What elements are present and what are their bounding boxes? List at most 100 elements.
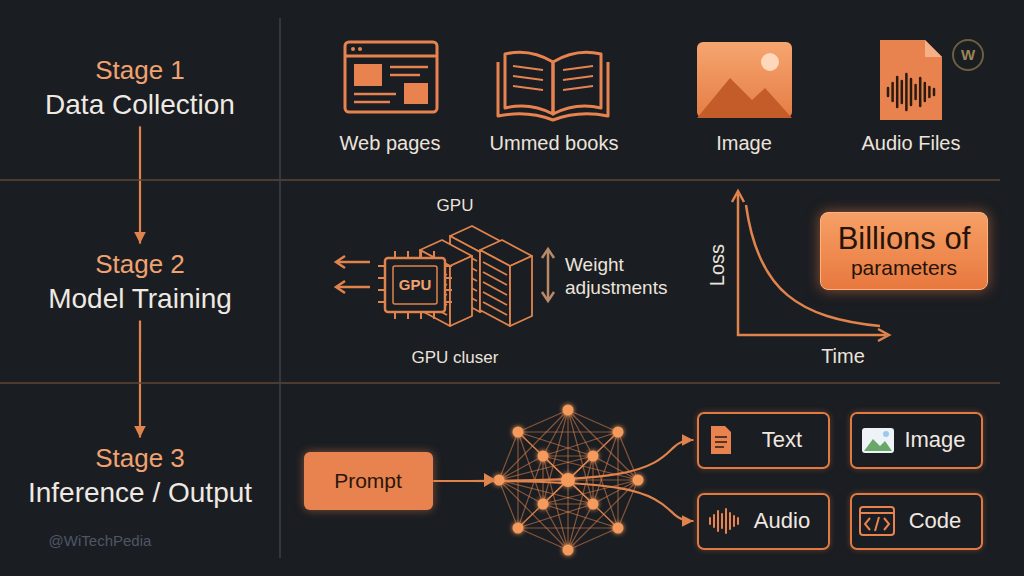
code-icon <box>865 518 870 530</box>
image-frame <box>697 42 792 118</box>
axis-head <box>732 191 744 202</box>
stage-heading: Stage 2Model Training <box>48 248 232 317</box>
neural-network <box>543 456 618 528</box>
gpu-cluster <box>510 256 532 326</box>
neural-network <box>588 499 599 510</box>
text-icon <box>715 446 724 448</box>
audio-small-icon <box>729 513 731 529</box>
gpu-cluster <box>480 240 532 326</box>
stage-heading: Stage 3Inference / Output <box>28 442 252 511</box>
waveform <box>901 81 904 103</box>
item-label: GPU <box>437 196 474 216</box>
weight-arrow <box>542 249 554 301</box>
node-title: Image <box>904 427 965 453</box>
neural-network <box>538 499 549 510</box>
neural-network <box>617 432 618 528</box>
waveform <box>891 83 894 101</box>
neural-network <box>518 527 618 528</box>
neural-network <box>543 456 593 504</box>
node-title: Audio <box>754 508 810 534</box>
book-icon <box>563 76 593 80</box>
gpu-cluster <box>480 250 510 326</box>
book-icon <box>513 76 543 80</box>
chip-pins <box>378 251 452 319</box>
neural-network <box>518 410 568 432</box>
web-page-icon <box>354 93 396 96</box>
row-separator <box>0 179 1000 181</box>
gpu-cluster <box>483 302 507 315</box>
neural-network <box>563 545 574 556</box>
neural-network <box>543 432 618 504</box>
book-icon <box>563 66 593 70</box>
neural-network <box>543 456 593 504</box>
item-label: Ummed books <box>490 131 619 155</box>
annotation: Weight adjustments <box>565 254 685 300</box>
code-icon <box>860 507 894 535</box>
logo-ring <box>953 40 983 70</box>
parameter-box: Billions ofparameters <box>820 212 988 290</box>
item-label: Web pages <box>340 131 441 155</box>
web-page-icon <box>345 42 437 112</box>
connector-group <box>140 126 694 521</box>
audio-file-icon <box>880 40 942 120</box>
book-icon <box>505 52 553 114</box>
web-page-icon <box>390 66 428 69</box>
node-title: Prompt <box>334 468 402 493</box>
weight-arrow <box>547 250 550 300</box>
node-title: Billions of <box>838 222 971 256</box>
grid-lines <box>0 18 1000 558</box>
logo-mark: W <box>961 46 975 64</box>
neural-network <box>613 523 624 534</box>
node-title: Text <box>762 427 802 453</box>
left-arrows <box>336 281 345 293</box>
left-arrows <box>337 261 370 264</box>
neural-network <box>567 480 568 550</box>
node-title: Stage 1 <box>45 54 235 88</box>
neural-network <box>593 456 618 528</box>
code-icon <box>884 518 889 530</box>
neural-network <box>518 456 543 528</box>
node-subtitle: Data Collection <box>45 87 235 122</box>
gpu-chip <box>393 266 437 304</box>
waveform <box>887 88 890 96</box>
waveform <box>910 79 913 105</box>
code-icon <box>860 512 894 514</box>
book-icon <box>513 66 543 70</box>
flow-arrow <box>139 126 141 243</box>
output-box: Code <box>850 493 983 550</box>
neural-network <box>543 455 593 456</box>
waveform <box>924 83 927 101</box>
node-subtitle: Inference / Output <box>28 475 252 510</box>
axis-head <box>878 329 889 341</box>
gpu-chip <box>385 258 445 312</box>
web-page-icon <box>358 47 362 51</box>
web-page-icon <box>345 55 437 58</box>
audio-small-icon <box>709 518 711 524</box>
web-page-icon <box>390 74 420 77</box>
gpu-cluster <box>450 256 472 326</box>
axis-label: Time <box>821 344 865 368</box>
neural-network <box>592 456 593 504</box>
waveform <box>905 74 908 110</box>
item-label: Image <box>716 131 772 155</box>
neural-network <box>618 432 638 480</box>
item-label: GPU cluser <box>412 348 499 368</box>
sun-dot <box>761 53 779 71</box>
neural-network <box>633 475 644 486</box>
text-icon <box>711 426 731 454</box>
neural-network <box>563 405 574 416</box>
code-icon <box>875 517 879 531</box>
web-page-icon <box>354 101 390 104</box>
neural-network <box>567 410 568 480</box>
image-small-icon <box>883 431 889 437</box>
column-divider <box>279 18 281 558</box>
axis-label: Loss <box>705 244 729 286</box>
web-page-icon <box>354 64 382 86</box>
node-title: Stage 3 <box>28 442 252 476</box>
waveform <box>919 78 922 106</box>
flow-arrow <box>139 320 141 437</box>
neural-network <box>499 432 518 480</box>
